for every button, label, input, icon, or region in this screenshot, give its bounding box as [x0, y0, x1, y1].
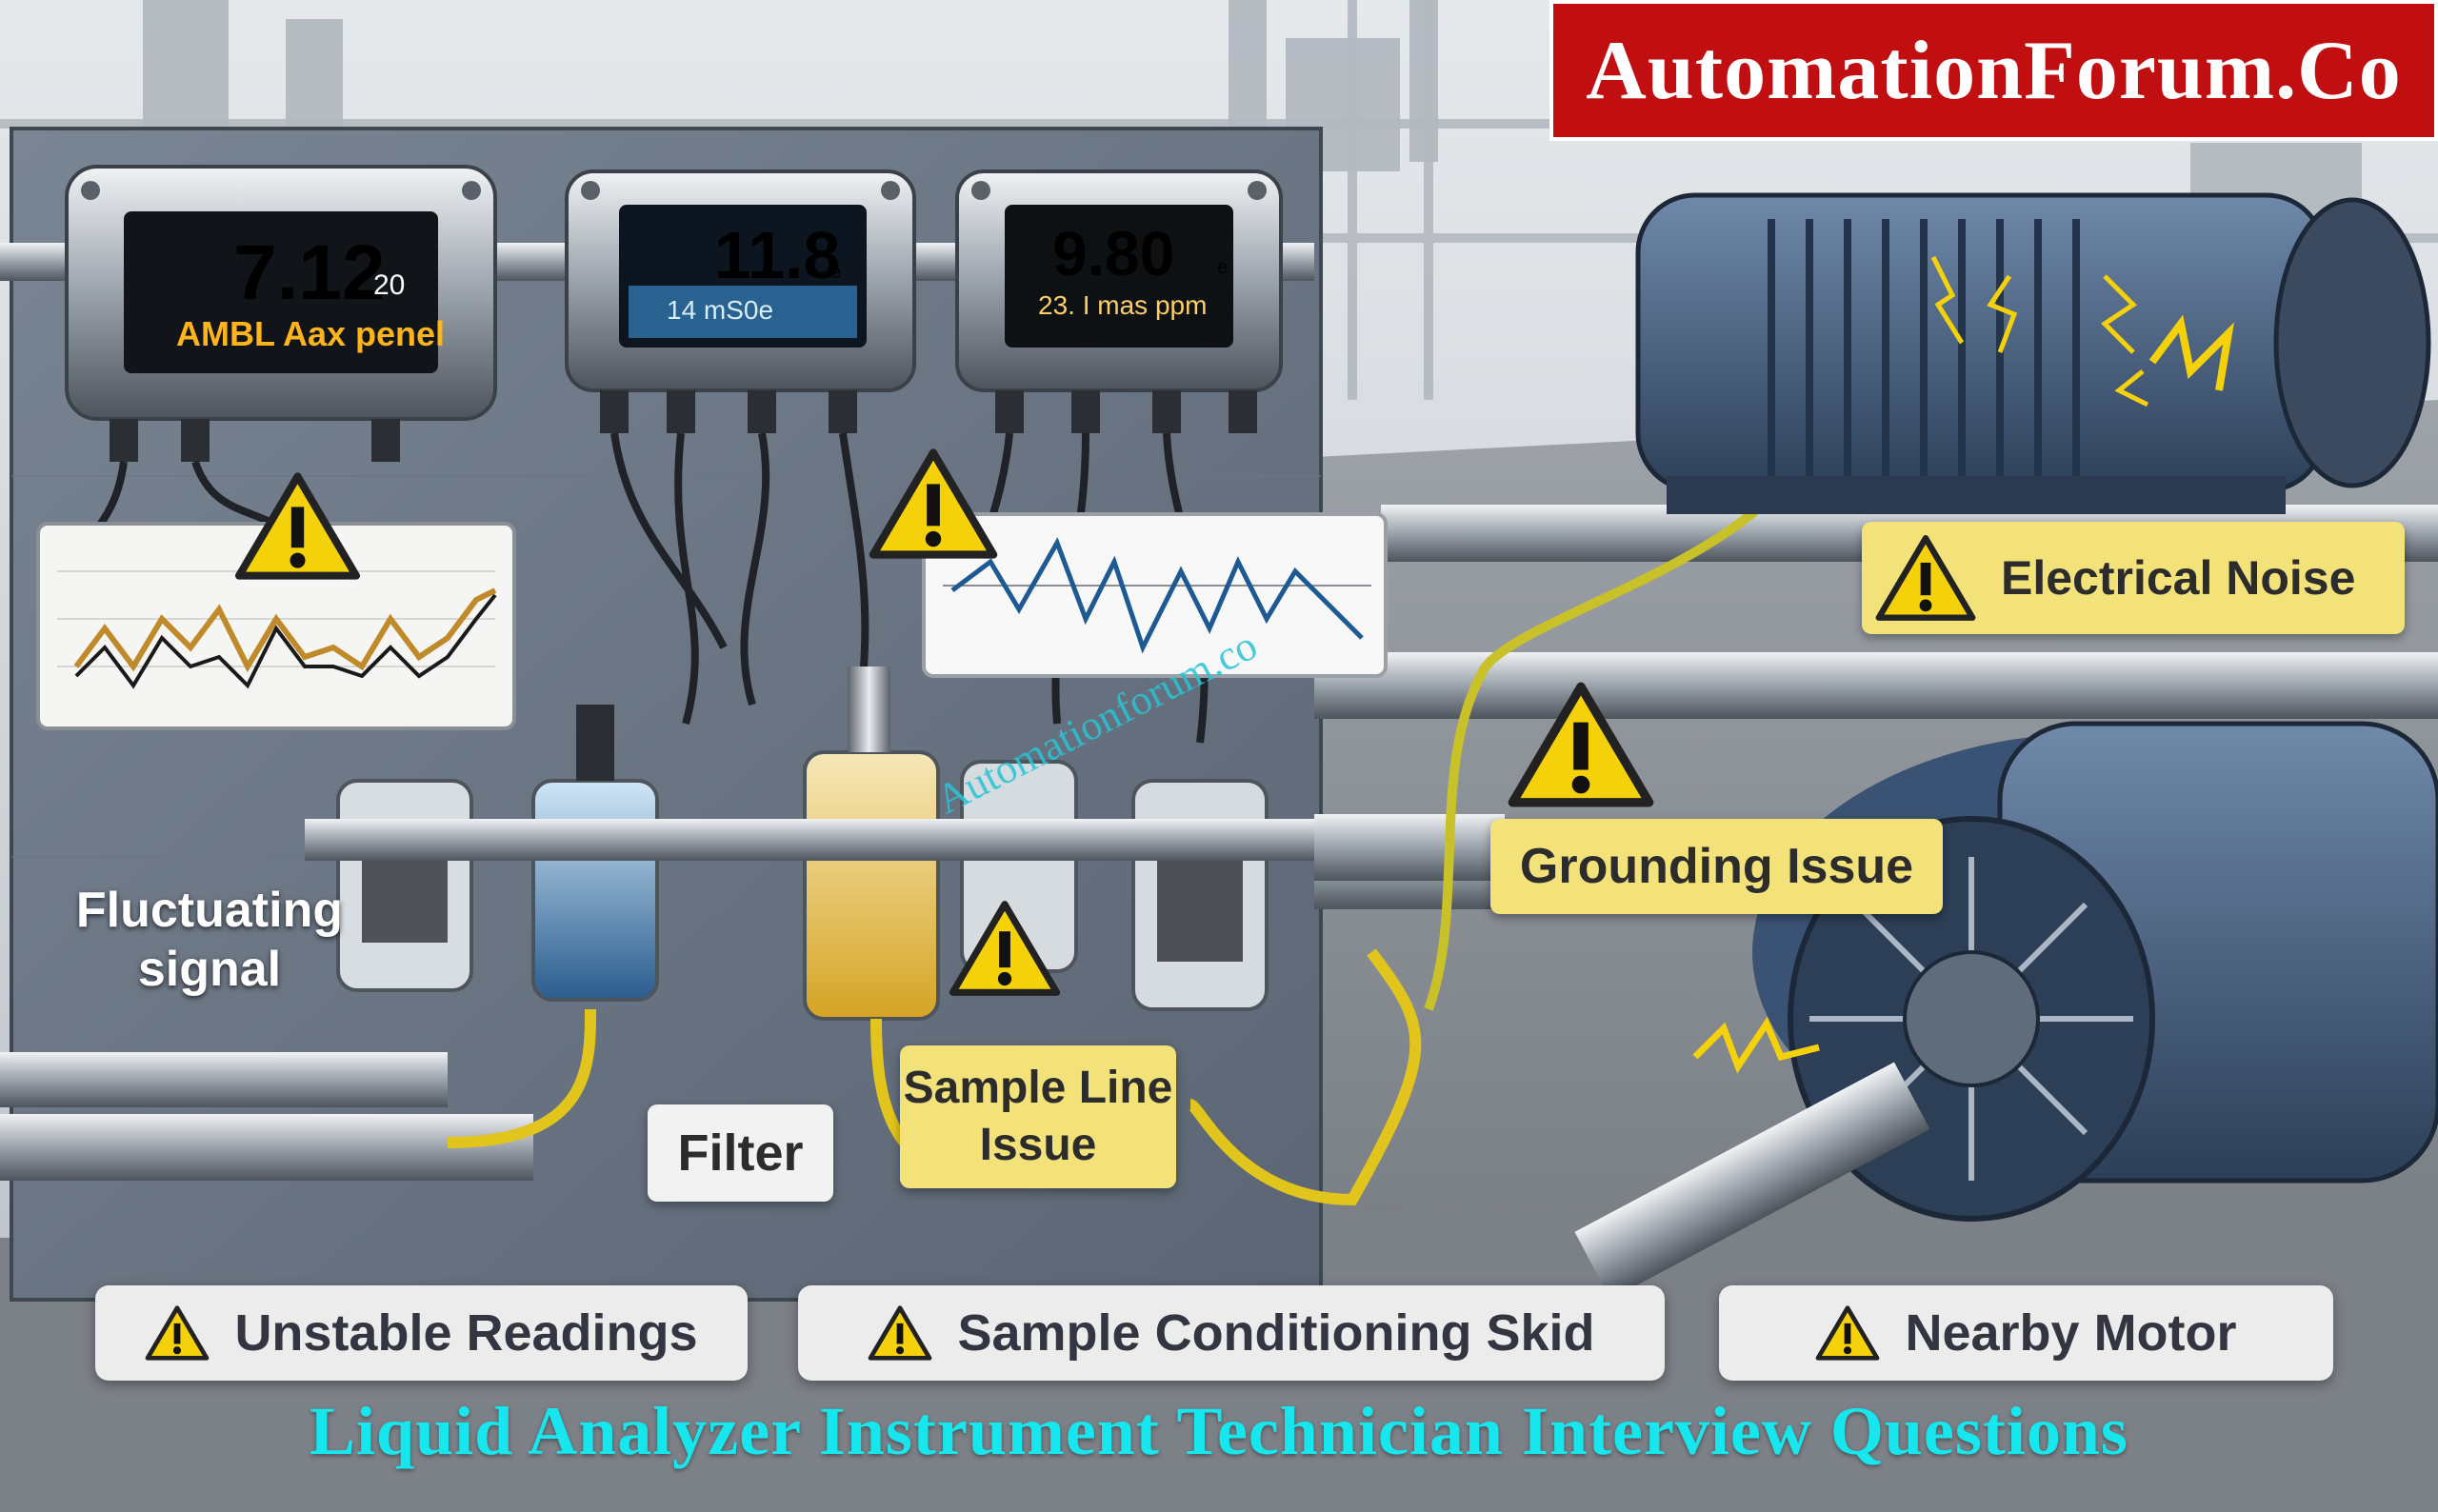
warning-icon	[869, 1305, 932, 1361]
page-title: Liquid Analyzer Instrument Technician In…	[310, 1393, 2128, 1469]
analyzer-2-value: 11.8	[714, 218, 841, 292]
chip-label: Unstable Readings	[234, 1304, 698, 1362]
warning-icon	[234, 472, 361, 580]
warning-icon	[1816, 1305, 1880, 1361]
filter-label: Filter	[648, 1104, 833, 1202]
chip-label: Sample Conditioning Skid	[957, 1304, 1595, 1362]
grounding-issue-label: Grounding Issue	[1490, 819, 1943, 914]
electrical-noise-label: Electrical Noise	[2001, 551, 2356, 605]
warning-icon	[1875, 535, 1976, 621]
chip-nearby-motor: Nearby Motor	[1719, 1285, 2333, 1381]
warning-icon	[1508, 682, 1654, 807]
warning-icon	[949, 901, 1061, 996]
warning-icon	[146, 1305, 210, 1361]
analyzer-1-unit: 20	[373, 269, 406, 301]
brand-name: AutomationForum.Co	[1586, 24, 2402, 117]
analyzer-2-unit: e	[830, 262, 842, 283]
brand-banner: AutomationForum.Co	[1549, 0, 2438, 141]
analyzer-2-subtext: 14 mS0e	[667, 295, 774, 325]
electrical-noise-callout: Electrical Noise	[1862, 522, 2405, 634]
warning-icon	[869, 448, 998, 559]
chip-unstable-readings: Unstable Readings	[95, 1285, 748, 1381]
analyzer-1-value: 7.12	[233, 229, 386, 316]
analyzer-1-subtext: AMBL Aax penel	[176, 314, 446, 353]
sample-line-issue-label: Sample Line Issue	[900, 1045, 1176, 1188]
chip-label: Nearby Motor	[1905, 1304, 2237, 1362]
analyzer-3-subtext: 23. I mas ppm	[1038, 290, 1208, 320]
chip-sample-conditioning-skid: Sample Conditioning Skid	[798, 1285, 1665, 1381]
fluctuating-signal-label: Fluctuating signal	[75, 883, 344, 998]
analyzer-3-value: 9.80	[1052, 218, 1175, 288]
analyzer-3-unit: e	[1217, 257, 1229, 278]
